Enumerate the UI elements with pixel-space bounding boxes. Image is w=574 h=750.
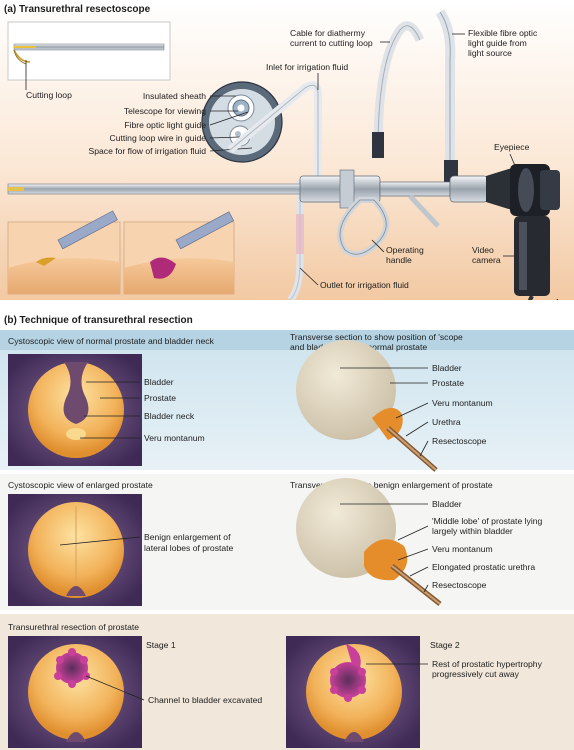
row2-left-title: Cystoscopic view of enlarged prostate (8, 480, 153, 490)
cable-connector (372, 132, 384, 158)
row3-title: Transurethral resection of prostate (8, 622, 139, 632)
row2-left-label-line1: Benign enlargement of (144, 532, 231, 542)
row2-left-label-line2: lateral lobes of prostate (144, 543, 234, 553)
resection-stage-2 (286, 636, 420, 748)
label-telescope: Telescope for viewing (124, 106, 206, 116)
row3-stage2-line2: progressively cut away (432, 669, 520, 679)
row2-right-label-bladder: Bladder (432, 499, 462, 509)
transverse-section-enlarged (296, 478, 442, 606)
loop-inset-2 (123, 211, 235, 295)
loop-inset-1 (7, 210, 121, 295)
row2-right-label-urethra: Elongated prostatic urethra (432, 562, 535, 572)
section-b-title: (b) Technique of transurethral resection (4, 315, 193, 326)
label-camera-line2: camera (472, 255, 501, 265)
row1-right-label-3: Urethra (432, 417, 461, 427)
tip-inset (7, 21, 171, 81)
label-handle-line2: handle (386, 255, 412, 265)
label-guide-line3: light source (468, 48, 512, 58)
row2-right-label-veru: Veru montanum (432, 544, 493, 554)
row1-left-label-1: Prostate (144, 393, 176, 403)
label-insulated-sheath: Insulated sheath (143, 91, 206, 101)
row2-right-label-middle-line2: largely within bladder (432, 526, 513, 536)
row3-stage2-line1: Rest of prostatic hypertrophy (432, 659, 543, 669)
row2-right-label-scope: Resectoscope (432, 580, 487, 590)
row1-right-label-2: Veru montanum (432, 398, 493, 408)
row1-right-label-0: Bladder (432, 363, 462, 373)
row2-right-label-middle-line1: 'Middle lobe' of prostate lying (432, 516, 543, 526)
row1-right-label-1: Prostate (432, 378, 464, 388)
eyepiece (486, 164, 560, 216)
row1-right-title-line1: Transverse section to show position of '… (290, 332, 463, 342)
row1-left-label-0: Bladder (144, 377, 174, 387)
section-a-title: (a) Transurethral resectoscope (4, 4, 151, 15)
row3-stage1-label: Channel to bladder excavated (148, 695, 262, 705)
label-irrigation-space: Space for flow of irrigation fluid (88, 146, 206, 156)
label-loop-wire: Cutting loop wire in guide (110, 133, 207, 143)
row1-left-title: Cystoscopic view of normal prostate and … (8, 336, 215, 346)
cystoscopic-view-enlarged (8, 494, 142, 606)
resectoscope-body (7, 169, 489, 209)
label-eyepiece: Eyepiece (494, 142, 530, 152)
transverse-section-normal (296, 340, 438, 472)
row1-left-label-3: Veru montanum (144, 433, 205, 443)
row1-right-label-4: Resectoscope (432, 436, 487, 446)
row1-left-label-2: Bladder neck (144, 411, 195, 421)
row3-stage1: Stage 1 (146, 640, 176, 650)
cystoscopic-view-normal (8, 354, 142, 466)
label-guide-line2: light guide from (468, 38, 527, 48)
label-camera-line1: Video (472, 245, 494, 255)
label-guide-line1: Flexible fibre optic (468, 28, 538, 38)
row3-stage2: Stage 2 (430, 640, 460, 650)
label-cable-line2: current to cutting loop (290, 38, 373, 48)
label-handle-line1: Operating (386, 245, 424, 255)
label-outlet: Outlet for irrigation fluid (320, 280, 409, 290)
label-cable-line1: Cable for diathermy (290, 28, 366, 38)
label-cutting-loop: Cutting loop (26, 90, 72, 100)
label-fibre-optic: Fibre optic light guide (124, 120, 206, 130)
row2-right-title: Transverse section in benign enlargement… (290, 480, 493, 490)
label-inlet: Inlet for irrigation fluid (266, 62, 348, 72)
resection-stage-1 (8, 636, 142, 748)
